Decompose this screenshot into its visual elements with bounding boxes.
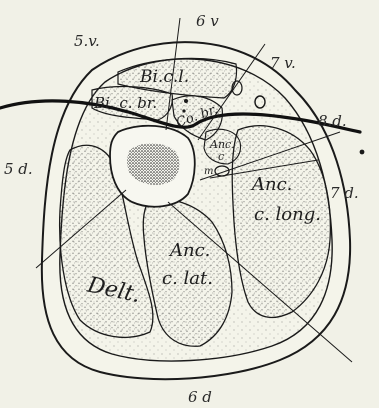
label-m: m	[204, 166, 213, 177]
label-anconeus-internal-sub: c	[218, 150, 224, 163]
label-7d: 7 d.	[330, 184, 359, 202]
label-5d: 5 d.	[4, 160, 33, 178]
label-6v: 6 v	[196, 12, 219, 30]
label-anconeus-long-sub: c. long.	[254, 204, 321, 225]
label-anconeus-long: Anc.	[250, 174, 292, 195]
label-6d: 6 d	[188, 388, 212, 406]
label-biceps-short: Bi. c. br.	[93, 94, 157, 112]
label-anconeus-lateral-sub: c. lat.	[162, 268, 213, 289]
label-7v: 7 v.	[270, 54, 296, 72]
label-anconeus-lateral: Anc.	[168, 240, 210, 261]
label-5v: 5.v.	[74, 32, 100, 50]
label-8d: 8.d.	[318, 112, 347, 130]
vessel-3	[184, 99, 188, 103]
label-biceps-long: Bi.c.l.	[139, 67, 189, 87]
marker-dot	[360, 150, 365, 155]
